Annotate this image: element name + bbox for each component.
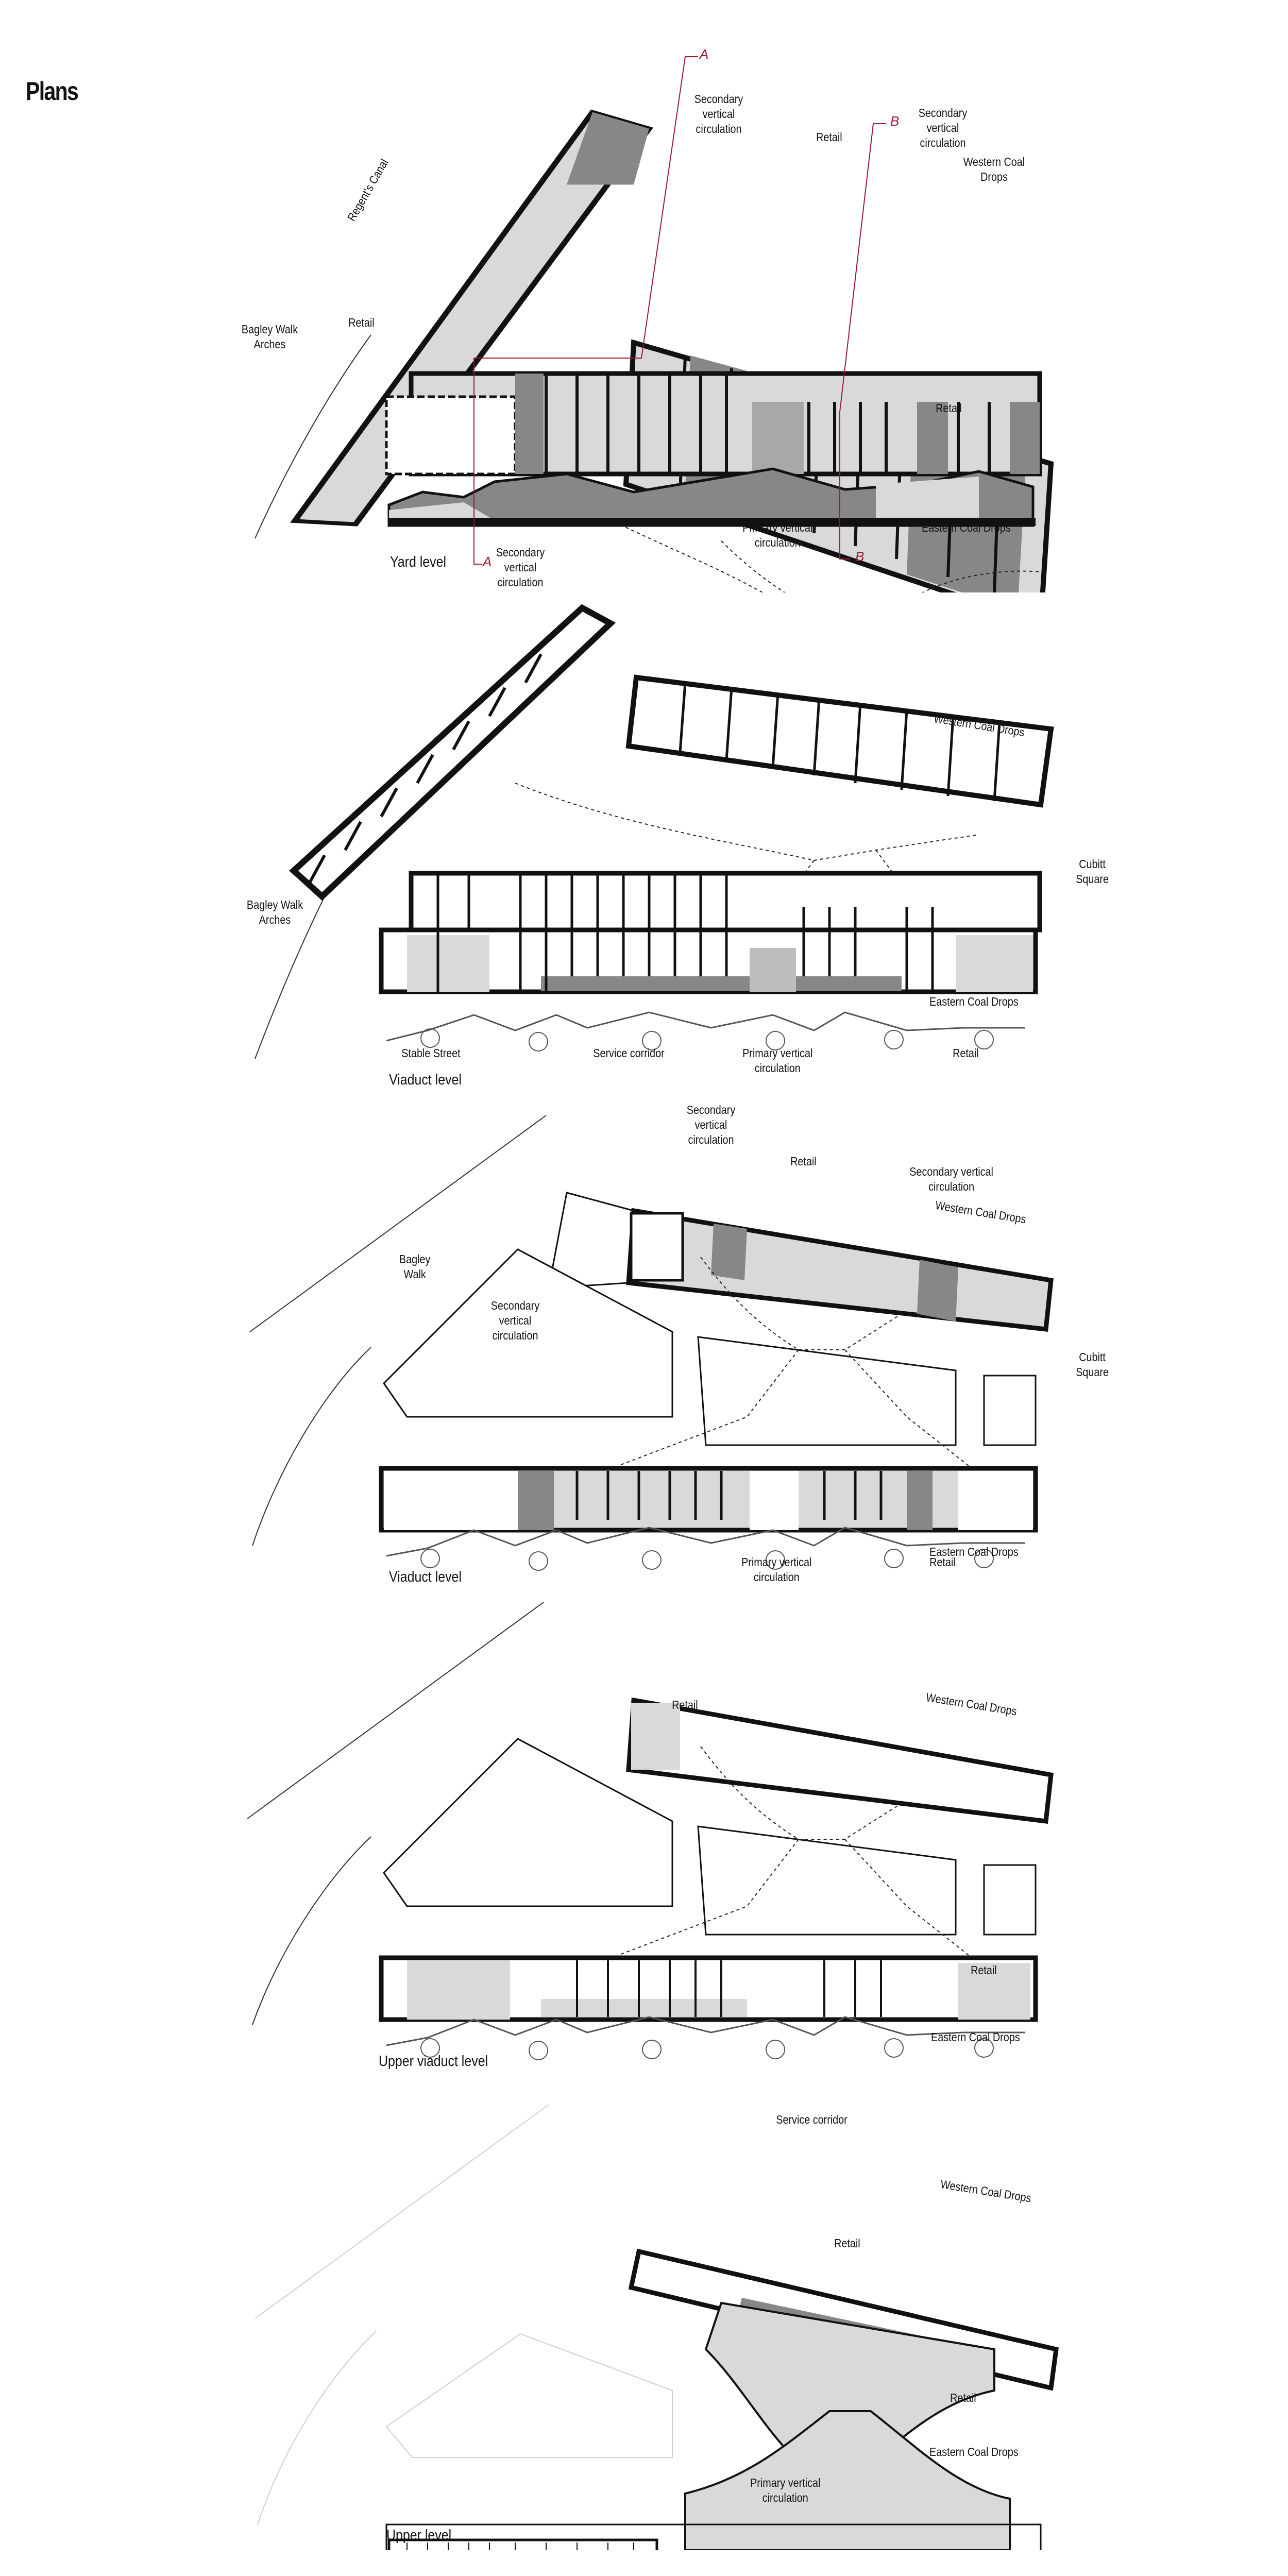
- level-title-viaduct: Viaduct level: [389, 1569, 462, 1585]
- level-title-viaduct: Viaduct level: [389, 1072, 462, 1088]
- label-secondary-vertical-circulation: Secondary vertical circulation: [909, 1165, 993, 1193]
- label-cubitt-square: Cubitt Square: [1076, 857, 1109, 886]
- plan-upper-level: Service corridor Western Coal Drops Reta…: [0, 2061, 1288, 2550]
- plan-yard-level: A B A B Secondary vertical circulation R…: [0, 0, 1288, 592]
- label-retail: Retail: [971, 1963, 997, 1977]
- label-secondary-vertical-circulation: Secondary vertical circulation: [490, 1299, 540, 1342]
- label-eastern-coal-drops: Eastern Coal Drops: [929, 2445, 1019, 2459]
- label-bagley-walk-arches: Bagley Walk Arches: [241, 323, 298, 351]
- plan-viaduct-level-1: Western Coal Drops Cubitt Square Bagley …: [0, 592, 1288, 1088]
- label-stable-street: Stable Street: [401, 1046, 461, 1060]
- label-eastern-coal-drops: Eastern Coal Drops: [931, 2030, 1020, 2044]
- label-retail: Retail: [672, 1698, 698, 1711]
- label-retail: Retail: [816, 130, 842, 144]
- label-service-corridor: Service corridor: [593, 1046, 665, 1060]
- label-secondary-vertical-circulation: Secondary vertical circulation: [496, 546, 545, 589]
- label-eastern-coal-drops: Eastern Coal Drops: [922, 521, 1011, 534]
- label-primary-vertical-circulation: Primary vertical circulation: [750, 2476, 821, 2504]
- label-primary-vertical-circulation: Primary vertical circulation: [742, 1046, 813, 1075]
- label-retail: Retail: [790, 1155, 817, 1168]
- section-marker-a-top: A: [700, 46, 709, 62]
- roof-level-drawing: [0, 2550, 1288, 2576]
- section-marker-b-bottom: B: [855, 549, 865, 564]
- upper-level-drawing: [255, 2104, 1059, 2550]
- upper-viaduct-level-drawing: [247, 1602, 1054, 2060]
- viaduct-level-2-drawing: [249, 1115, 1054, 1571]
- label-secondary-vertical-circulation: Secondary vertical circulation: [918, 106, 968, 149]
- label-eastern-coal-drops: Eastern Coal Drops: [929, 995, 1019, 1008]
- label-cubitt-square: Cubitt Square: [1076, 1350, 1109, 1379]
- level-title-upper: Upper level: [386, 2527, 452, 2544]
- label-retail: Retail: [936, 401, 962, 415]
- plan-viaduct-level-2: Secondary vertical circulation Retail Se…: [0, 1082, 1288, 1585]
- label-retail: Retail: [950, 2391, 976, 2404]
- level-title-yard: Yard level: [390, 554, 447, 570]
- label-service-corridor: Service corridor: [776, 2113, 848, 2126]
- level-title-upper-viaduct: Upper viaduct level: [379, 2053, 488, 2070]
- plan-roof-level: Roof level: [0, 2550, 1288, 2576]
- label-secondary-vertical-circulation: Secondary vertical circulation: [686, 1103, 736, 1146]
- page-title: Plans: [26, 77, 79, 106]
- label-retail: Retail: [348, 316, 375, 329]
- label-secondary-vertical-circulation: Secondary vertical circulation: [694, 92, 743, 135]
- label-bagley-walk: Bagley Walk: [399, 1252, 431, 1281]
- yard-level-drawing: [255, 56, 1054, 592]
- label-bagley-walk-arches: Bagley Walk Arches: [246, 898, 303, 926]
- plan-upper-viaduct-level: Retail Western Coal Drops Retail Eastern…: [0, 1571, 1288, 2070]
- label-primary-vertical-circulation: Primary vertical circulation: [741, 1555, 812, 1584]
- label-retail: Retail: [953, 1046, 979, 1060]
- section-marker-a-bottom: A: [483, 554, 492, 569]
- label-western-coal-drops: Western Coal Drops: [963, 155, 1025, 183]
- section-marker-b-top: B: [890, 113, 900, 129]
- label-eastern-coal-drops: Eastern Coal Drops: [929, 1545, 1019, 1558]
- label-primary-vertical-circulation: Primary vertical circulation: [742, 521, 813, 549]
- viaduct-level-1-drawing: [255, 604, 1054, 1059]
- label-retail: Retail: [929, 1555, 956, 1569]
- label-retail: Retail: [834, 2236, 860, 2250]
